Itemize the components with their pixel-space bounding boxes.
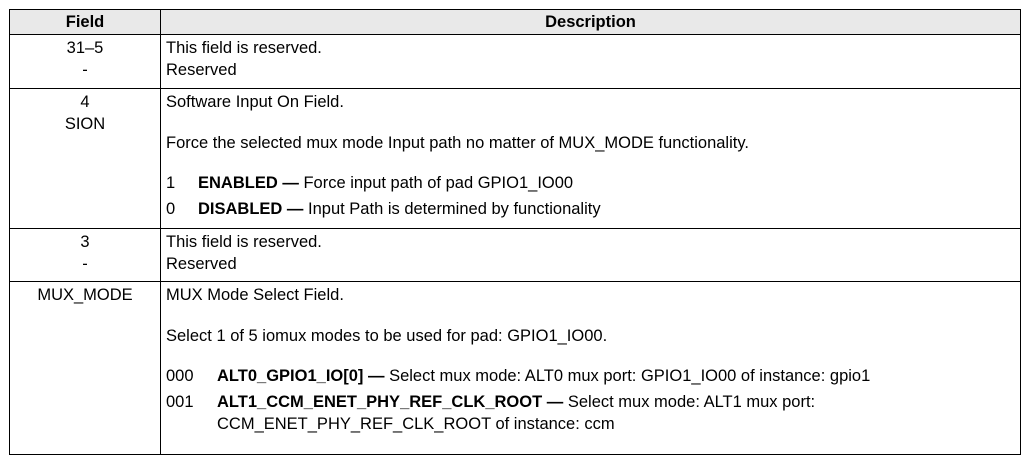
value-entry: 001 ALT1_CCM_ENET_PHY_REF_CLK_ROOT — Sel… — [166, 391, 1016, 435]
table-row: 3 - This field is reserved. Reserved — [9, 228, 1021, 282]
description-text: Reserved — [166, 255, 237, 273]
value-code: 0 — [166, 200, 176, 218]
header-field: Field — [9, 9, 161, 35]
header-description: Description — [160, 9, 1021, 35]
table-row: 4 SION Software Input On Field. Force th… — [9, 88, 1021, 229]
description-cell: This field is reserved. Reserved — [160, 228, 1021, 282]
field-name: - — [82, 255, 88, 273]
description-detail: Force the selected mux mode Input path n… — [166, 134, 749, 152]
table-row: 31–5 - This field is reserved. Reserved — [9, 34, 1021, 89]
value-entry: 1 ENABLED — Force input path of pad GPIO… — [166, 172, 1016, 194]
value-name: ALT0_GPIO1_IO[0] — [217, 367, 364, 385]
description-text: This field is reserved. — [166, 39, 322, 57]
value-name: ENABLED — [198, 174, 278, 192]
value-name: ALT1_CCM_ENET_PHY_REF_CLK_ROOT — [217, 393, 543, 411]
field-bits: MUX_MODE — [37, 286, 133, 304]
field-name: - — [82, 61, 88, 79]
value-entry: 0 DISABLED — Input Path is determined by… — [166, 198, 1016, 220]
field-name: SION — [64, 115, 106, 133]
value-entry: 000 ALT0_GPIO1_IO[0] — Select mux mode: … — [166, 365, 1016, 387]
field-cell: 31–5 - — [9, 34, 161, 89]
value-separator: — — [282, 200, 309, 218]
value-separator: — — [542, 393, 568, 411]
description-cell: Software Input On Field. Force the selec… — [160, 88, 1021, 229]
value-separator: — — [277, 174, 304, 192]
value-code: 001 — [166, 393, 194, 411]
table-row: MUX_MODE MUX Mode Select Field. Select 1… — [9, 281, 1021, 455]
register-field-table: Field Description 31–5 - This field is r… — [9, 9, 1021, 455]
table-header-row: Field Description — [9, 9, 1021, 35]
field-bits: 31–5 — [66, 39, 104, 57]
description-cell: This field is reserved. Reserved — [160, 34, 1021, 89]
field-cell: MUX_MODE — [9, 281, 161, 455]
field-cell: 3 - — [9, 228, 161, 282]
field-bits: 4 — [80, 93, 90, 111]
field-bits: 3 — [80, 233, 90, 251]
value-code: 000 — [166, 367, 194, 385]
field-cell: 4 SION — [9, 88, 161, 229]
value-description: Force input path of pad GPIO1_IO00 — [303, 174, 574, 192]
value-code: 1 — [166, 174, 176, 192]
description-cell: MUX Mode Select Field. Select 1 of 5 iom… — [160, 281, 1021, 455]
value-name: DISABLED — [198, 200, 283, 218]
description-text: This field is reserved. — [166, 233, 322, 251]
description-detail: Select 1 of 5 iomux modes to be used for… — [166, 327, 608, 345]
value-description: Select mux mode: ALT0 mux port: GPIO1_IO… — [389, 367, 871, 385]
value-description: Select mux mode: ALT1 mux port: CCM_ENET… — [217, 393, 816, 433]
description-title: Software Input On Field. — [166, 93, 344, 111]
description-title: MUX Mode Select Field. — [166, 286, 344, 304]
value-separator: — — [363, 367, 390, 385]
description-text: Reserved — [166, 61, 237, 79]
value-description: Input Path is determined by functionalit… — [308, 200, 601, 218]
